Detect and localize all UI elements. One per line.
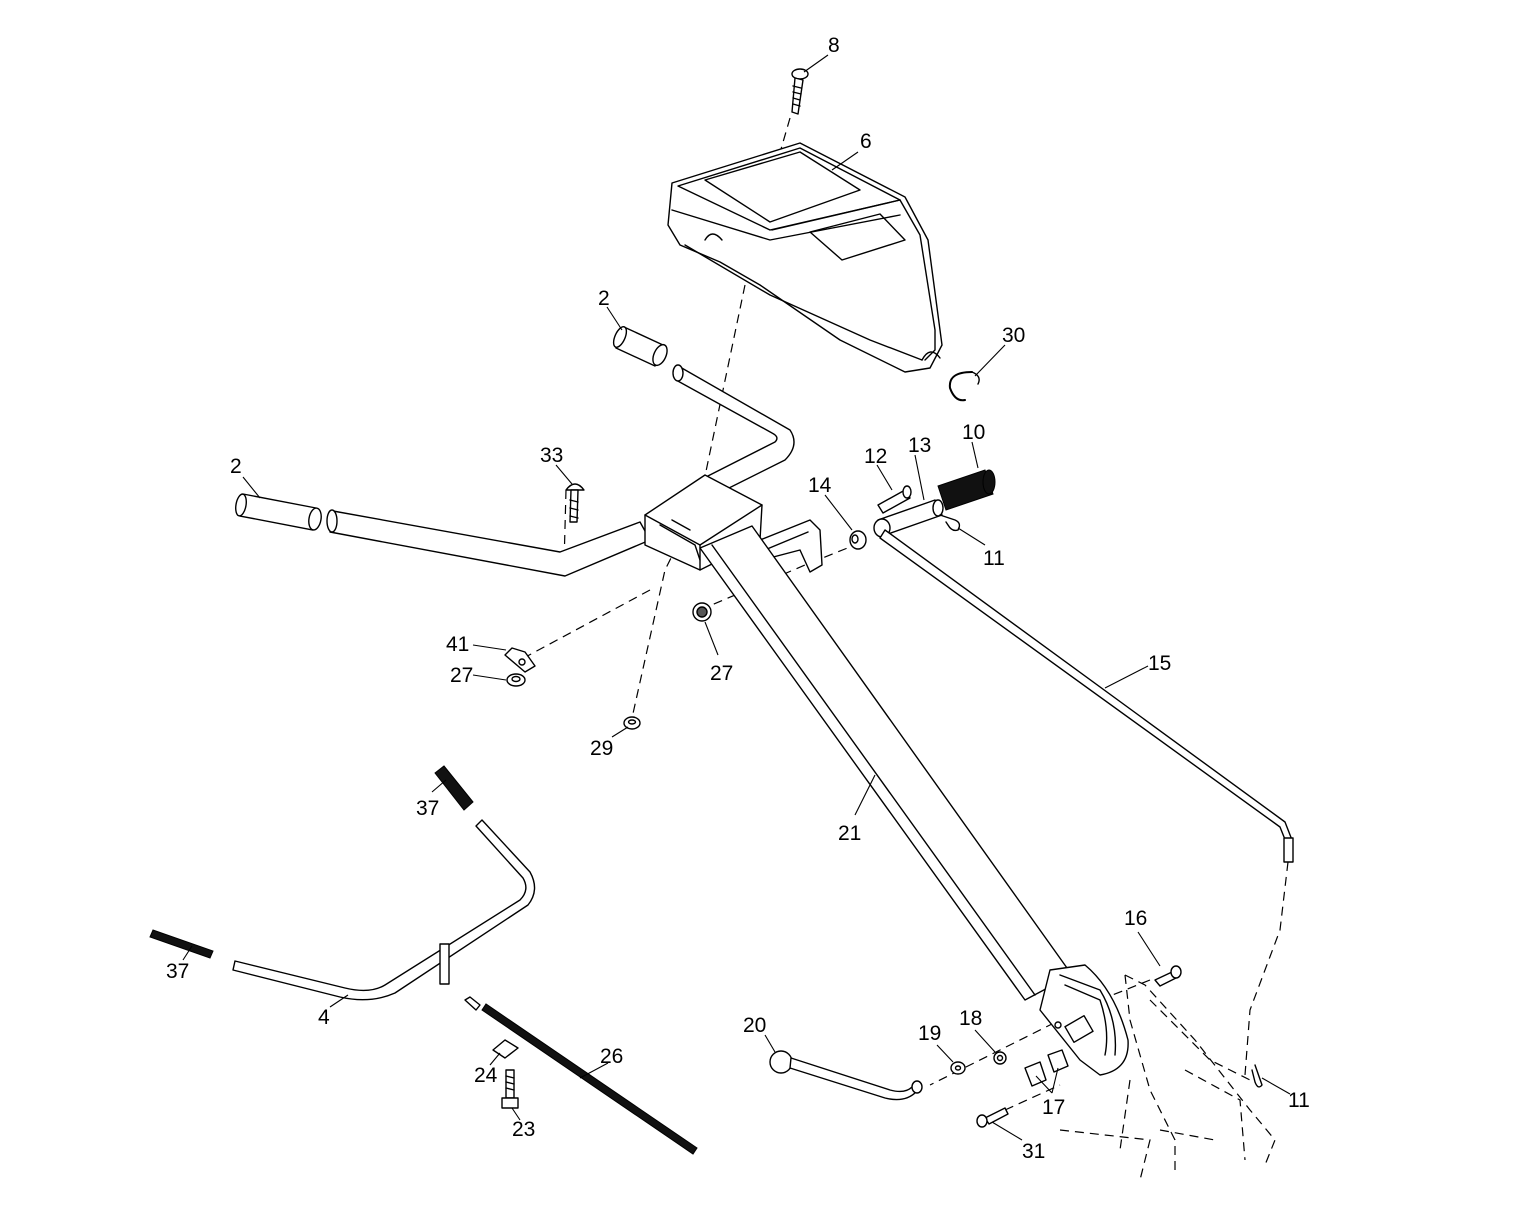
callout-17: 17 [1042, 1096, 1065, 1119]
part-37-grip-left [149, 929, 214, 959]
callout-11-upper: 11 [983, 547, 1005, 570]
part-30-clip [948, 371, 980, 402]
part-16-bolt [1154, 965, 1182, 987]
callout-24: 24 [474, 1064, 498, 1087]
callout-15: 15 [1148, 652, 1171, 675]
part-2-grip-lower [235, 493, 322, 531]
part-18-nut [993, 1051, 1007, 1065]
part-19-washer [950, 1061, 966, 1075]
callout-41: 41 [446, 633, 469, 656]
callout-8: 8 [828, 34, 840, 57]
part-12-bolt [877, 485, 912, 514]
callouts: 8 6 2 30 2 33 12 13 10 14 11 41 27 27 29… [166, 34, 1310, 1163]
callout-18: 18 [959, 1007, 982, 1030]
part-37-grip-upper [434, 765, 474, 811]
part-24-clamp [492, 1039, 519, 1059]
callout-10: 10 [962, 421, 985, 444]
part-2-grip-upper [612, 326, 668, 367]
part-17-pads [1024, 1049, 1069, 1087]
callout-2-lower: 2 [230, 455, 242, 478]
callout-4: 4 [318, 1006, 330, 1029]
part-27-nut-left [506, 673, 526, 687]
callout-31: 31 [1022, 1140, 1045, 1163]
callout-14: 14 [808, 474, 832, 497]
part-10-knob [937, 469, 996, 511]
callout-19: 19 [918, 1022, 941, 1045]
part-11-clip-lower [1251, 1064, 1263, 1088]
part-21-handle-tube [699, 525, 1129, 1076]
part-29-nut [623, 716, 641, 730]
part-14-spacer [849, 530, 867, 550]
callout-13: 13 [908, 434, 931, 457]
part-31-bolt [976, 1107, 1009, 1128]
part-6-console [667, 142, 943, 373]
callout-29: 29 [590, 737, 613, 760]
part-33-bolt [565, 483, 585, 523]
callout-27-left: 27 [450, 664, 473, 687]
callout-16: 16 [1124, 907, 1147, 930]
part-26-cable [464, 996, 698, 1155]
part-20-lever [769, 1050, 923, 1101]
callout-27-right: 27 [710, 662, 733, 685]
callout-33: 33 [540, 444, 563, 467]
callout-11-lower: 11 [1288, 1089, 1310, 1112]
callout-12: 12 [864, 445, 887, 468]
transmission-phantom [1059, 974, 1276, 1181]
part-4-bail [232, 819, 536, 1001]
part-41-bracket [504, 647, 536, 673]
part-23-bolt [501, 1069, 519, 1109]
part-15-rod [879, 529, 1294, 863]
callout-23: 23 [512, 1118, 535, 1141]
part-27-nut-right [692, 602, 712, 622]
callout-26: 26 [600, 1045, 623, 1068]
callout-6: 6 [860, 130, 872, 153]
callout-37-left: 37 [166, 960, 189, 983]
callout-2-upper: 2 [598, 287, 610, 310]
leader-lines [182, 54, 1291, 1141]
callout-30: 30 [1002, 324, 1025, 347]
callout-21: 21 [838, 822, 861, 845]
callout-20: 20 [743, 1014, 766, 1037]
part-11-clip-upper [939, 514, 961, 532]
callout-37-upper: 37 [416, 797, 439, 820]
part-8-screw [791, 68, 809, 115]
